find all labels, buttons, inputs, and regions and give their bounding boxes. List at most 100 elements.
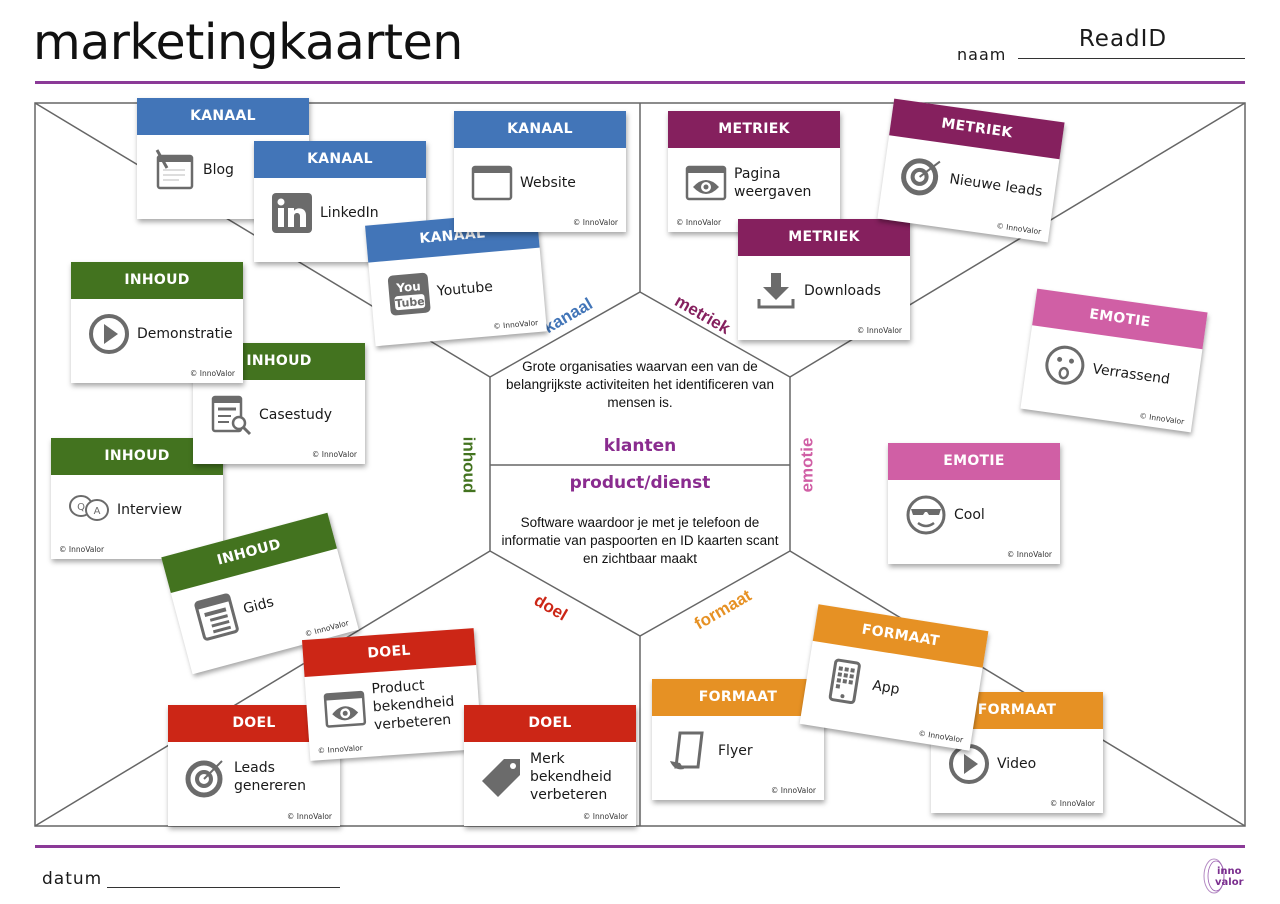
card-copyright: © InnoValor xyxy=(189,369,235,378)
card-label-text: Interview xyxy=(117,502,183,518)
card-doel-merk-bekendheid-verbeteren[interactable]: DOEL Merk bekendheid verbeteren © InnoValo… xyxy=(464,705,636,826)
card-label-text: Product bekendheid verbeteren xyxy=(371,677,455,734)
card-label: Downloads xyxy=(804,263,908,319)
product-heading: product/dienst xyxy=(569,473,711,493)
page-title: marketingkaarten xyxy=(33,14,463,71)
product-description: Software waardoor je met je telefoon de … xyxy=(501,515,779,566)
card-label: Youtube xyxy=(435,255,543,320)
card-copyright: © InnoValor xyxy=(856,326,902,335)
card-copyright: © InnoValor xyxy=(286,812,332,821)
card-copyright: © InnoValor xyxy=(492,318,539,331)
customers-description: Grote organisaties waarvan een van de be… xyxy=(506,359,774,410)
card-label: Cool xyxy=(954,487,1058,543)
play-icon xyxy=(89,314,129,354)
card-formaat-flyer[interactable]: FORMAAT Flyer © InnoValor xyxy=(652,679,824,800)
segment-label-inhoud: inhoud xyxy=(459,436,479,494)
svg-text:You: You xyxy=(395,279,421,295)
card-label-text: App xyxy=(871,677,901,698)
flyer-icon xyxy=(670,731,704,770)
card-category: EMOTIE xyxy=(888,443,1060,480)
date-field[interactable] xyxy=(107,887,340,888)
card-label-text: Cool xyxy=(954,507,985,523)
card-label: App xyxy=(868,658,979,730)
card-inhoud-demonstratie[interactable]: INHOUD Demonstratie © InnoValor xyxy=(71,262,243,383)
card-label-text: Gids xyxy=(241,594,276,618)
card-copyright: © InnoValor xyxy=(1006,550,1052,559)
date-label: datum xyxy=(42,869,103,889)
blog-icon xyxy=(155,149,194,190)
smartphone-icon xyxy=(828,658,861,705)
card-category: FORMAAT xyxy=(652,679,824,716)
card-label: Nieuwe leads xyxy=(946,151,1057,221)
svg-text:Q: Q xyxy=(77,502,85,513)
card-category: DOEL xyxy=(464,705,636,742)
card-category: KANAAL xyxy=(454,111,626,148)
card-label-text: Youtube xyxy=(436,278,494,300)
card-category: METRIEK xyxy=(738,219,910,256)
card-copyright: © InnoValor xyxy=(995,221,1042,237)
card-copyright: © InnoValor xyxy=(59,545,105,554)
card-label-text: Flyer xyxy=(718,743,753,759)
top-divider xyxy=(35,81,1245,84)
card-label-text: Merk bekendheid verbeteren xyxy=(530,751,612,803)
card-kanaal-website[interactable]: KANAAL Website © InnoValor xyxy=(454,111,626,232)
target-icon xyxy=(901,158,941,196)
tag-icon xyxy=(482,759,520,797)
card-label: Demonstratie xyxy=(137,306,241,362)
card-category: KANAAL xyxy=(137,98,309,135)
card-label: Merk bekendheid verbeteren xyxy=(530,749,634,805)
innovalor-logo: inno valor xyxy=(1203,858,1244,894)
card-copyright: © InnoValor xyxy=(582,812,628,821)
card-emotie-cool[interactable]: EMOTIE Cool © InnoValor xyxy=(888,443,1060,564)
svg-text:valor: valor xyxy=(1215,877,1244,888)
card-copyright: © InnoValor xyxy=(572,218,618,227)
bottom-divider xyxy=(35,845,1245,848)
customers-heading: klanten xyxy=(603,436,677,456)
card-label: Video xyxy=(997,736,1101,792)
card-label: Interview xyxy=(117,482,221,538)
card-label-text: Demonstratie xyxy=(137,326,233,342)
card-copyright: © InnoValor xyxy=(1138,411,1185,427)
svg-text:A: A xyxy=(94,506,101,517)
guide-document-icon xyxy=(194,593,239,641)
browser-window-icon xyxy=(471,165,513,201)
card-category: METRIEK xyxy=(668,111,840,148)
card-label: Verrassend xyxy=(1089,341,1200,411)
target-icon xyxy=(185,760,223,798)
card-metriek-downloads[interactable]: METRIEK Downloads © InnoValor xyxy=(738,219,910,340)
linkedin-icon xyxy=(272,193,312,233)
card-label: Casestudy xyxy=(259,387,363,443)
card-label-text: Blog xyxy=(203,162,234,178)
card-copyright: © InnoValor xyxy=(311,450,357,459)
card-copyright: © InnoValor xyxy=(1049,799,1095,808)
card-label-text: Video xyxy=(997,756,1037,772)
card-copyright: © InnoValor xyxy=(317,743,364,756)
browser-eye-icon xyxy=(685,165,727,201)
card-label-text: Downloads xyxy=(804,283,881,299)
name-field[interactable]: ReadID xyxy=(1078,26,1168,52)
svg-text:inno: inno xyxy=(1217,866,1242,877)
download-icon xyxy=(757,273,795,309)
segment-label-emotie: emotie xyxy=(797,437,817,493)
card-label: Product bekendheid verbeteren xyxy=(371,672,479,735)
card-label-text: Website xyxy=(520,175,576,191)
card-label-text: LinkedIn xyxy=(320,205,379,221)
card-copyright: © InnoValor xyxy=(917,728,964,745)
sunglasses-face-icon xyxy=(906,495,946,535)
name-label: naam xyxy=(957,45,1007,64)
card-category: INHOUD xyxy=(71,262,243,299)
card-copyright: © InnoValor xyxy=(676,218,722,227)
card-copyright: © InnoValor xyxy=(770,786,816,795)
card-label: Website xyxy=(520,155,624,211)
card-label-text: Nieuwe leads xyxy=(948,171,1044,201)
